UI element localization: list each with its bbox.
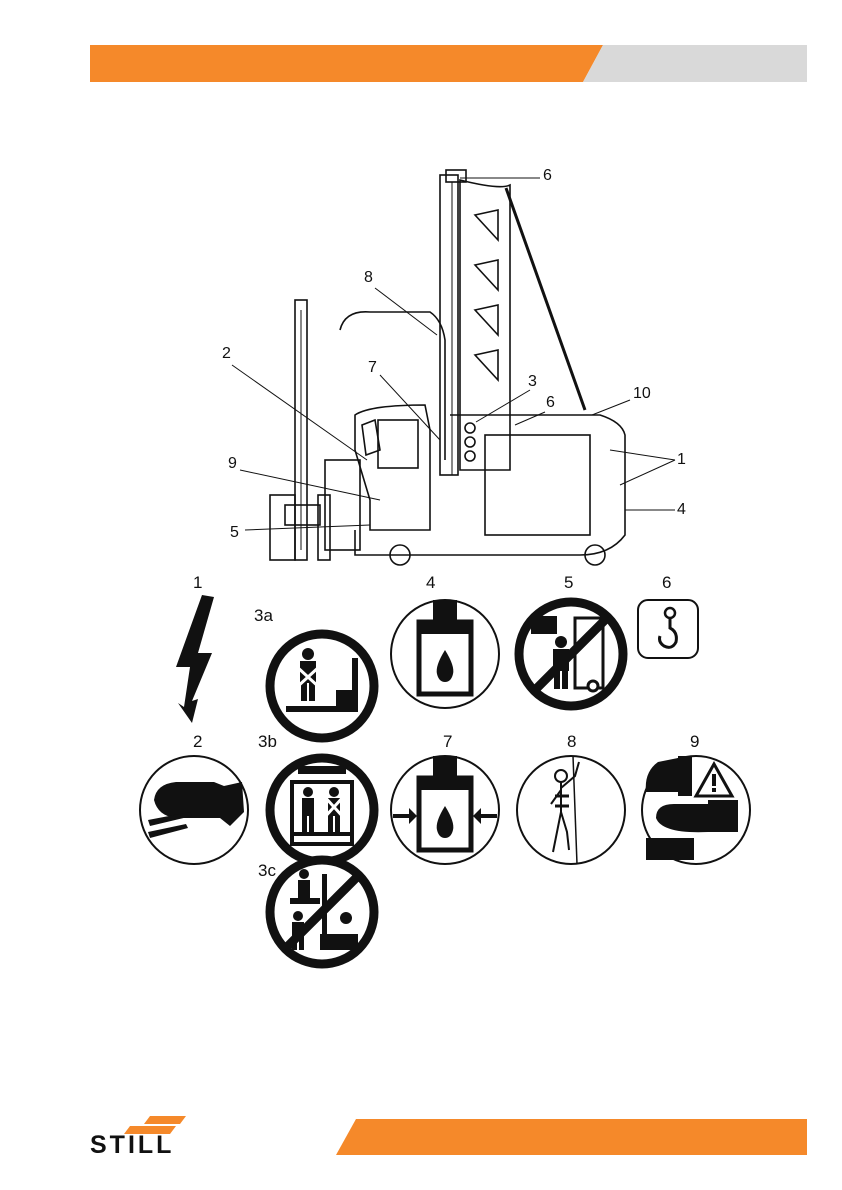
symbol-label: 9 [690,733,699,750]
callout-label: 6 [543,168,552,184]
callout-label: 4 [677,502,686,518]
symbol-label: 7 [443,733,452,750]
symbol-label: 6 [662,574,671,591]
callout-label: 5 [230,525,239,541]
symbol-label: 1 [193,574,202,591]
symbol-label: 3a [254,607,273,624]
no-standing-under-load-icon [513,596,629,712]
safety-harness-icon [513,752,629,868]
truck-drawing [130,160,710,580]
symbol-label: 4 [426,574,435,591]
no-person-on-forks-icon [264,628,380,744]
callout-label: 6 [546,395,555,411]
header-bar [90,45,807,82]
foot-warning-icon [638,752,754,868]
still-logo: STILL [90,1114,225,1158]
callout-label: 8 [364,270,373,286]
callout-label: 9 [228,456,237,472]
truck-illustration: 6 8 2 7 3 6 10 1 9 5 4 [130,160,710,580]
symbol-label: 8 [567,733,576,750]
no-persons-on-platform-icon [264,752,380,868]
no-persons-between-icon [264,854,380,970]
hydraulic-pressure-icon [387,752,503,868]
callout-label: 3 [528,374,537,390]
lifting-hook-icon [636,598,700,660]
callout-label: 2 [222,346,231,362]
hydraulic-oil-icon [387,596,503,712]
symbol-label: 2 [193,733,202,750]
footer-bar [336,1119,807,1155]
callout-label: 1 [677,452,686,468]
logo-text: STILL [90,1131,225,1160]
callout-label: 10 [633,386,651,402]
foot-crush-icon [136,752,252,868]
lightning-bolt-icon [170,595,220,723]
symbol-label: 5 [564,574,573,591]
callout-label: 7 [368,360,377,376]
